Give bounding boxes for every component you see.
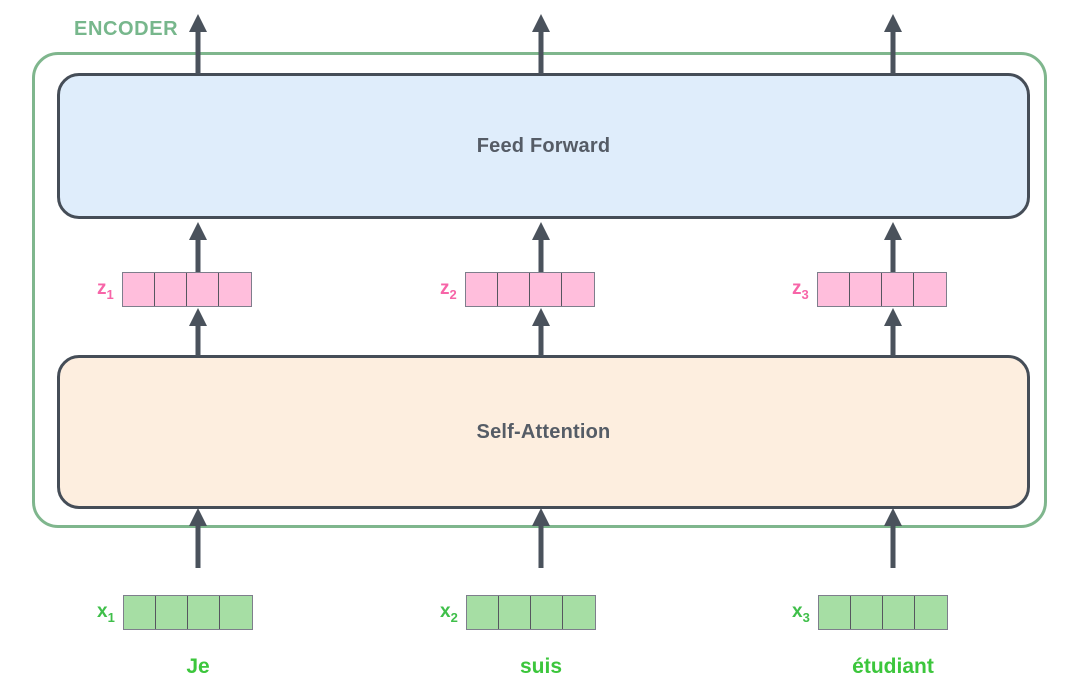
x-vector-label-1: x1 xyxy=(97,600,115,625)
vector-cell xyxy=(219,596,252,629)
z-vector-2: z2 xyxy=(440,272,595,307)
vector-cell xyxy=(529,273,562,306)
vector-cells xyxy=(465,595,596,630)
vector-cells xyxy=(122,595,253,630)
encoder-label: ENCODER xyxy=(74,18,179,40)
up-arrow-icon xyxy=(187,508,209,568)
vector-cells xyxy=(817,595,948,630)
up-arrow-icon xyxy=(882,222,904,272)
vector-cell xyxy=(882,596,915,629)
up-arrow-icon xyxy=(882,508,904,568)
vector-cell xyxy=(218,273,251,306)
up-arrow-icon xyxy=(187,222,209,272)
up-arrow-icon xyxy=(530,508,552,568)
z-vector-3: z3 xyxy=(792,272,947,307)
vector-cell xyxy=(850,596,883,629)
vector-cell xyxy=(881,273,914,306)
vector-cells xyxy=(464,272,595,307)
vector-cell xyxy=(466,596,499,629)
feed-forward-box: Feed Forward xyxy=(57,73,1030,219)
up-arrow-icon xyxy=(187,308,209,356)
word-label-2: suis xyxy=(519,655,563,678)
z-vector-label-1: z1 xyxy=(97,277,114,302)
vector-cell xyxy=(497,273,530,306)
x-vector-1: x1 xyxy=(97,595,253,630)
vector-cell xyxy=(465,273,498,306)
vector-cell xyxy=(562,596,595,629)
z-vector-label-2: z2 xyxy=(440,277,457,302)
vector-cell xyxy=(914,596,947,629)
up-arrow-icon xyxy=(530,222,552,272)
vector-cell xyxy=(530,596,563,629)
vector-cell xyxy=(186,273,219,306)
vector-cell xyxy=(561,273,594,306)
up-arrow-icon xyxy=(530,308,552,356)
x-vector-3: x3 xyxy=(792,595,948,630)
word-label-3: étudiant xyxy=(852,655,934,678)
x-vector-label-2: x2 xyxy=(440,600,458,625)
vector-cell xyxy=(817,273,850,306)
z-vector-1: z1 xyxy=(97,272,252,307)
vector-cell xyxy=(122,273,155,306)
vector-cell xyxy=(818,596,851,629)
up-arrow-icon xyxy=(882,14,904,74)
self-attention-label: Self-Attention xyxy=(476,420,611,443)
x-vector-2: x2 xyxy=(440,595,596,630)
up-arrow-icon xyxy=(530,14,552,74)
vector-cell xyxy=(913,273,946,306)
vector-cell xyxy=(155,596,188,629)
vector-cell xyxy=(123,596,156,629)
vector-cell xyxy=(849,273,882,306)
feed-forward-label: Feed Forward xyxy=(476,134,611,157)
vector-cell xyxy=(187,596,220,629)
vector-cell xyxy=(154,273,187,306)
up-arrow-icon xyxy=(882,308,904,356)
vector-cell xyxy=(498,596,531,629)
word-label-1: Je xyxy=(186,655,210,678)
vector-cells xyxy=(121,272,252,307)
up-arrow-icon xyxy=(187,14,209,74)
z-vector-label-3: z3 xyxy=(792,277,809,302)
x-vector-label-3: x3 xyxy=(792,600,810,625)
vector-cells xyxy=(816,272,947,307)
self-attention-box: Self-Attention xyxy=(57,355,1030,509)
